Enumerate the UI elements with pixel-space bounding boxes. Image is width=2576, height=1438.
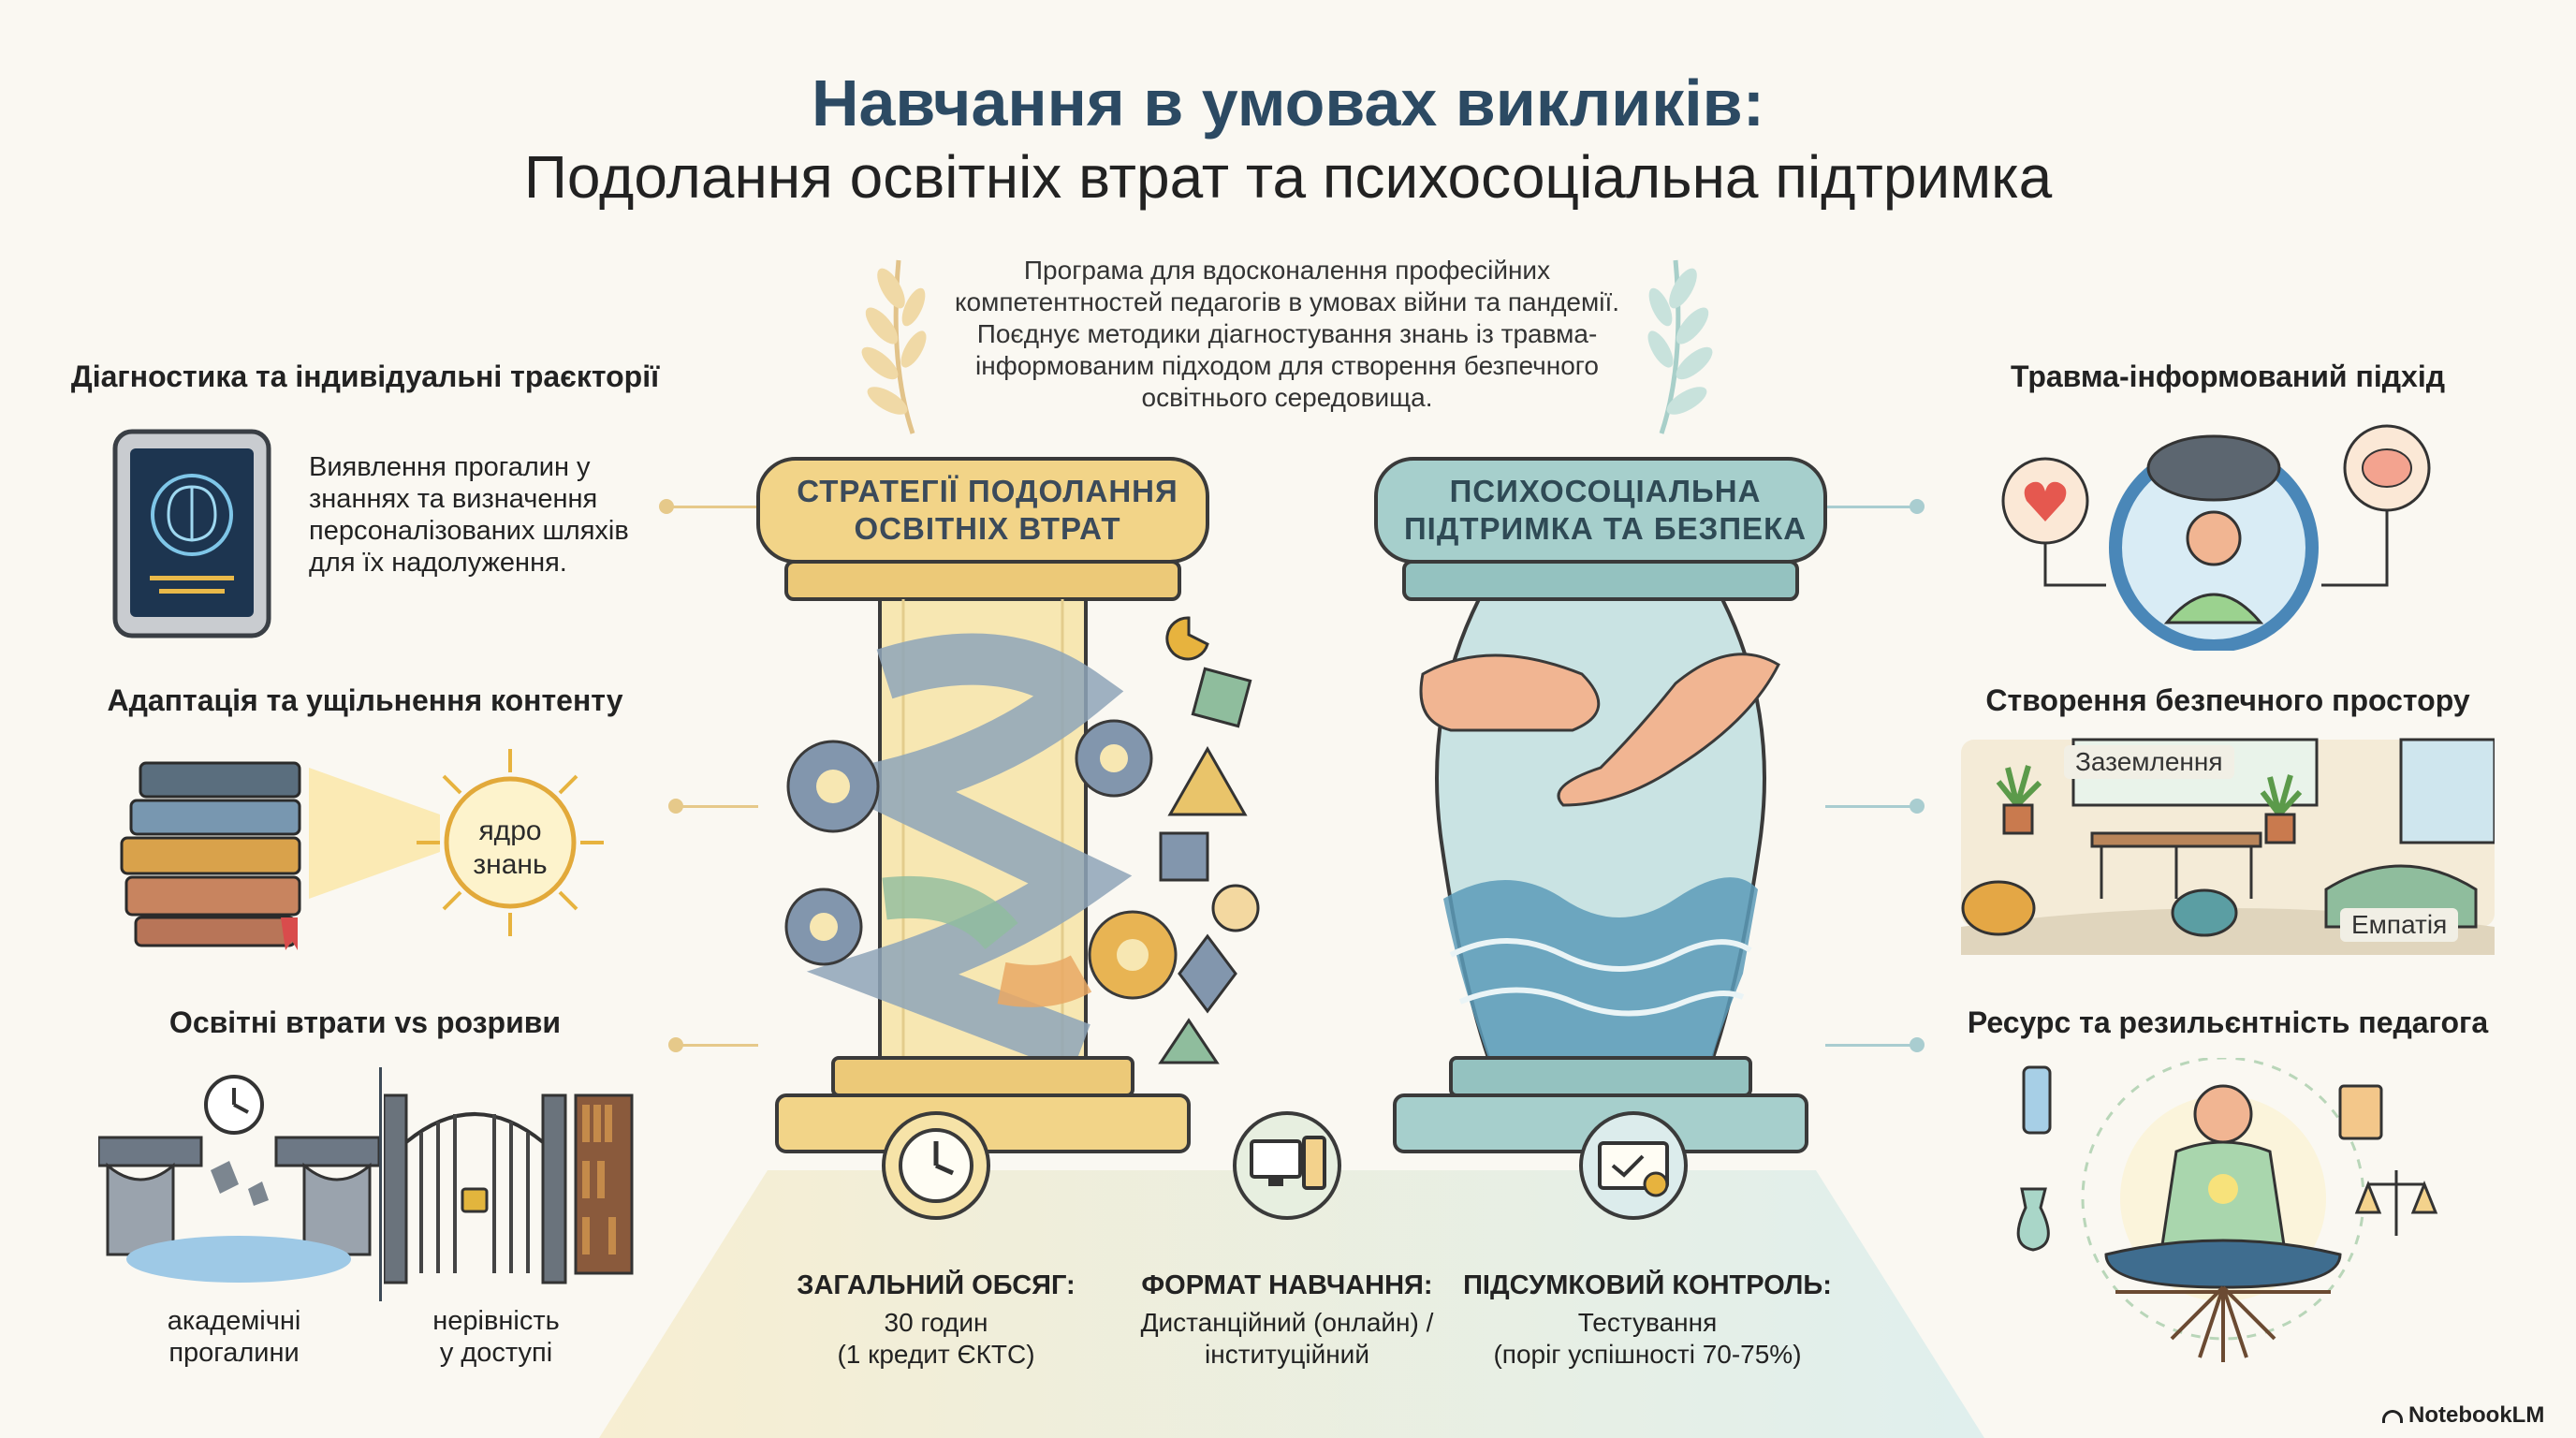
knowledge-core-label: ядро знань (440, 814, 580, 882)
clock-icon (880, 1109, 992, 1222)
locked-gate-icon (384, 1086, 637, 1301)
certificate-icon (1577, 1109, 1690, 1222)
caption-line: прогалини (168, 1338, 300, 1368)
fact-text: (поріг успішності 70-75%) (1493, 1340, 1802, 1369)
books-stack-icon (112, 749, 318, 955)
fact-final-control: ПІДСУМКОВИЙ КОНТРОЛЬ: Тестування (поріг … (1460, 1270, 1835, 1371)
connector-line (1825, 805, 1919, 808)
connector-dot (659, 499, 674, 514)
diagnostics-text-line: Виявлення прогалин у (309, 452, 591, 482)
diagnostics-text-line: знаннях та визначення (309, 484, 598, 514)
tablet-brain-icon (108, 426, 276, 641)
connector-dot (668, 1037, 683, 1052)
diagnostics-text-line: персоналізованих шляхів (309, 516, 629, 546)
connector-line (674, 805, 758, 808)
connector-line (674, 1044, 758, 1047)
pillar-label-line: ОСВІТНІХ ВТРАТ (854, 511, 1121, 546)
broken-bridge-icon (98, 1067, 379, 1292)
grounding-label: Заземлення (2064, 745, 2234, 779)
academic-gaps-caption: академічні прогалини (140, 1305, 328, 1369)
watermark: NotebookLM (2382, 1402, 2544, 1429)
laurel-left-icon (824, 251, 945, 438)
connector-line (1825, 506, 1919, 508)
empathy-label: Емпатія (2340, 908, 2459, 942)
diagnostics-title: Діагностика та індивідуальні траєкторії (70, 360, 660, 393)
connector-dot (1910, 799, 1925, 814)
computer-icon (1231, 1109, 1343, 1222)
fact-text: Дистанційний (онлайн) / (1140, 1308, 1434, 1337)
losses-title: Освітні втрати vs розриви (168, 1005, 562, 1039)
connector-dot (1910, 1037, 1925, 1052)
page-title: Навчання в умовах викликів: (811, 66, 1765, 139)
fact-title: ЗАГАЛЬНИЙ ОБСЯГ: (797, 1270, 1076, 1300)
knowledge-core-label-line: ядро (478, 815, 542, 846)
fact-title: ФОРМАТ НАВЧАННЯ: (1141, 1270, 1433, 1300)
strategies-pillar-label: СТРАТЕГІЇ ПОДОЛАННЯ ОСВІТНІХ ВТРАТ (763, 473, 1212, 548)
fact-text: інституційний (1205, 1340, 1369, 1369)
diagnostics-text: Виявлення прогалин у знаннях та визначен… (309, 451, 646, 579)
connector-line (1825, 1044, 1919, 1047)
resilience-title: Ресурс та резильєнтність педагога (1967, 1005, 2489, 1039)
page-subtitle: Подолання освітніх втрат та психосоціаль… (523, 143, 2053, 211)
caption-line: академічні (167, 1306, 301, 1336)
pillar-label-line: ПІДТРИМКА ТА БЕЗПЕКА (1403, 511, 1808, 546)
psychosocial-pillar (1339, 449, 1863, 1198)
fact-text: 30 годин (884, 1308, 988, 1337)
fact-total-volume: ЗАГАЛЬНИЙ ОБСЯГ: 30 годин (1 кредит ЄКТС… (768, 1270, 1105, 1371)
knowledge-core-label-line: знань (473, 849, 548, 880)
connector-dot (668, 799, 683, 814)
diagnostics-text-line: для їх надолуження. (309, 548, 567, 578)
intro-text: Програма для вдосконалення професійних к… (954, 256, 1620, 412)
fact-text: (1 кредит ЄКТС) (837, 1340, 1035, 1369)
psychosocial-pillar-label: ПСИХОСОЦІАЛЬНА ПІДТРИМКА ТА БЕЗПЕКА (1381, 473, 1830, 548)
watermark-text: NotebookLM (2408, 1402, 2545, 1428)
strategies-pillar (721, 449, 1245, 1198)
pillar-label-line: ПСИХОСОЦІАЛЬНА (1449, 474, 1762, 508)
fact-title: ПІДСУМКОВИЙ КОНТРОЛЬ: (1463, 1270, 1832, 1300)
meditating-teacher-illustration (2003, 1058, 2443, 1367)
connector-dot (1910, 499, 1925, 514)
light-beam-icon (309, 740, 440, 927)
notebooklm-logo-icon (2382, 1409, 2403, 1423)
adaptation-title: Адаптація та ущільнення контенту (107, 683, 623, 717)
caption-line: у доступі (439, 1338, 553, 1368)
connector-line (665, 506, 758, 508)
geometric-shapes-icon (1151, 599, 1282, 1067)
pillar-label-line: СТРАТЕГІЇ ПОДОЛАННЯ (797, 474, 1178, 508)
laurel-right-icon (1629, 251, 1750, 438)
fact-text: Тестування (1577, 1308, 1718, 1337)
knowledge-core-icon (412, 744, 608, 941)
caption-line: нерівність (432, 1306, 560, 1336)
trauma-title: Травма-інформований підхід (2010, 360, 2446, 393)
floor-light (599, 1170, 1984, 1438)
access-inequality-caption: нерівність у доступі (402, 1305, 590, 1369)
safe-space-title: Створення безпечного простору (1985, 683, 2470, 717)
divider (379, 1067, 382, 1301)
trauma-informed-icon (1994, 417, 2434, 651)
fact-format: ФОРМАТ НАВЧАННЯ: Дистанційний (онлайн) /… (1114, 1270, 1460, 1371)
